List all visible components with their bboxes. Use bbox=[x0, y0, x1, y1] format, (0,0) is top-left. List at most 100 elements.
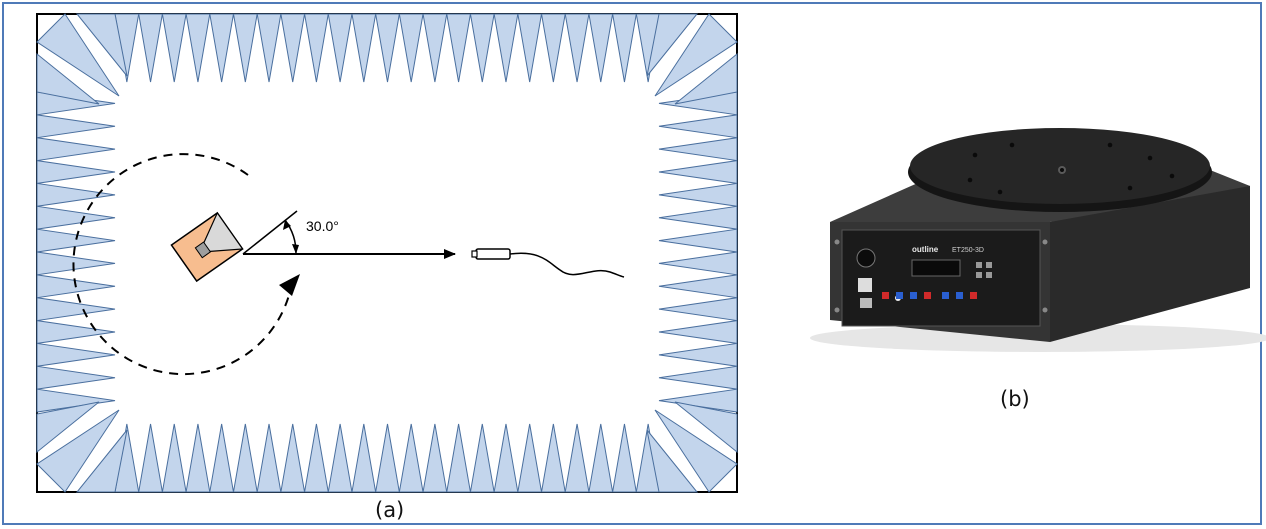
absorber-bottom bbox=[351, 423, 377, 493]
horn-antenna bbox=[170, 211, 244, 283]
absorber-top bbox=[517, 13, 543, 83]
absorber-corner bbox=[674, 52, 738, 105]
absorber-corner bbox=[36, 13, 120, 97]
absorber-left bbox=[36, 319, 116, 345]
absorber-right bbox=[658, 297, 738, 322]
absorber-right bbox=[658, 319, 738, 345]
absorber-bottom bbox=[588, 423, 614, 493]
absorber-bottom bbox=[517, 423, 543, 493]
absorber-corner bbox=[674, 401, 738, 454]
absorber-bottom bbox=[612, 423, 637, 493]
absorber-left bbox=[36, 137, 116, 162]
absorber-top bbox=[209, 13, 235, 83]
absorber-bottom bbox=[327, 423, 353, 493]
absorber-corner bbox=[654, 409, 738, 493]
absorber-top bbox=[303, 13, 329, 83]
absorber-corner bbox=[646, 13, 699, 77]
probe-tip bbox=[471, 250, 478, 258]
absorber-right bbox=[658, 274, 738, 299]
absorber-left bbox=[36, 365, 116, 390]
absorber-top bbox=[564, 13, 590, 83]
absorber-corner bbox=[654, 13, 738, 97]
absorber-right bbox=[658, 228, 738, 253]
absorber-bottom bbox=[540, 423, 566, 493]
panel-knob bbox=[856, 248, 876, 268]
absorber-top bbox=[540, 13, 566, 83]
absorber-top bbox=[232, 13, 258, 83]
absorber-left bbox=[36, 205, 116, 230]
absorber-left bbox=[36, 114, 116, 139]
panel-screws bbox=[834, 239, 1048, 313]
absorber-top bbox=[493, 13, 519, 83]
absorber-corner bbox=[36, 409, 120, 493]
absorber-bottom bbox=[493, 423, 519, 493]
absorber-right bbox=[658, 182, 738, 207]
absorber-right bbox=[658, 137, 738, 162]
panel-buttons bbox=[882, 292, 977, 299]
panel-display bbox=[911, 259, 961, 277]
absorber-right bbox=[658, 251, 738, 276]
absorber-corner bbox=[646, 429, 699, 493]
absorber-top bbox=[327, 13, 353, 83]
angle-arrow-top bbox=[283, 220, 291, 230]
device-brand: outline bbox=[912, 245, 939, 254]
absorber-top bbox=[375, 13, 400, 83]
absorber-left bbox=[36, 251, 116, 276]
absorber-top bbox=[351, 13, 377, 83]
angle-label: 30.0° bbox=[306, 218, 339, 234]
absorber-top bbox=[161, 13, 187, 83]
control-panel bbox=[841, 229, 1041, 327]
corner-absorbers bbox=[36, 13, 738, 493]
antenna-feed bbox=[194, 241, 212, 259]
absorber-left bbox=[36, 342, 116, 367]
probe bbox=[475, 248, 511, 260]
absorber-corner bbox=[36, 52, 100, 105]
absorber-left bbox=[36, 297, 116, 322]
absorber-corner bbox=[36, 401, 100, 454]
absorber-bottom bbox=[469, 423, 495, 493]
caption-b: (b) bbox=[1000, 387, 1030, 411]
absorber-top bbox=[446, 13, 472, 83]
absorber-corner bbox=[75, 13, 128, 77]
rotation-arrowhead bbox=[279, 274, 300, 296]
absorber-bottom bbox=[422, 423, 448, 493]
absorber-right bbox=[658, 205, 738, 230]
angle-reference-line bbox=[242, 210, 298, 255]
absorber-left bbox=[36, 182, 116, 207]
absorber-bottom bbox=[564, 423, 590, 493]
absorber-bottom bbox=[446, 423, 472, 493]
probe-cable bbox=[509, 252, 625, 278]
absorber-top bbox=[469, 13, 495, 83]
absorber-top bbox=[280, 13, 306, 83]
absorber-left bbox=[36, 228, 116, 253]
absorber-bottom bbox=[303, 423, 329, 493]
absorber-top bbox=[256, 13, 282, 83]
panel-ethernet-port bbox=[860, 298, 872, 308]
absorber-bottom bbox=[161, 423, 187, 493]
device-side bbox=[1050, 176, 1250, 342]
absorber-corner bbox=[75, 429, 128, 493]
turntable-device: outline ET250-3D bbox=[810, 128, 1266, 352]
absorber-bottom bbox=[256, 423, 282, 493]
device-model: ET250-3D bbox=[952, 247, 984, 254]
absorber-top bbox=[138, 13, 163, 83]
absorber-top bbox=[185, 13, 211, 83]
absorber-top bbox=[398, 13, 424, 83]
absorber-right bbox=[658, 114, 738, 139]
absorber-top bbox=[588, 13, 614, 83]
platter-holes bbox=[967, 142, 1175, 195]
absorber-bottom bbox=[375, 423, 400, 493]
turntable-platter bbox=[910, 128, 1210, 204]
absorber-cones bbox=[36, 13, 738, 493]
angle-arrow-bottom bbox=[292, 244, 299, 254]
absorber-top bbox=[612, 13, 637, 83]
absorber-left bbox=[36, 159, 116, 185]
absorber-right bbox=[658, 342, 738, 367]
absorber-bottom bbox=[209, 423, 235, 493]
absorber-bottom bbox=[138, 423, 163, 493]
absorber-right bbox=[658, 159, 738, 185]
caption-a: (a) bbox=[375, 498, 405, 522]
absorber-bottom bbox=[398, 423, 424, 493]
absorber-bottom bbox=[280, 423, 306, 493]
